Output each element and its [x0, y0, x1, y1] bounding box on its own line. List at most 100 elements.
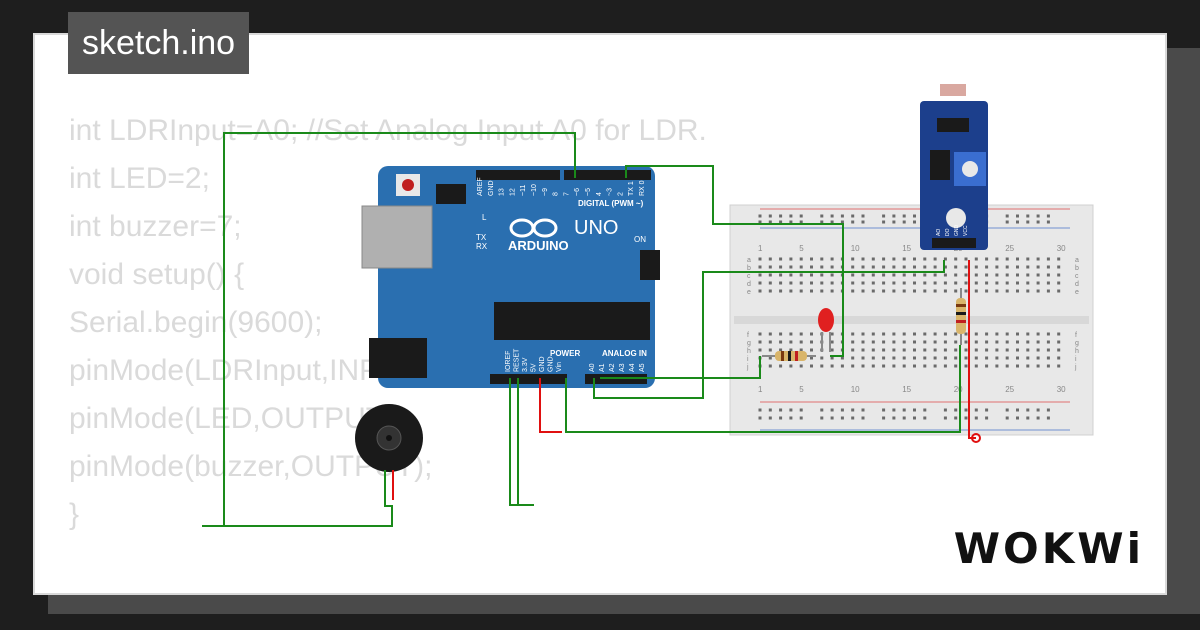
breadboard-hole [789, 273, 793, 277]
breadboard-hole [1026, 416, 1030, 420]
code-line: pinMode(LED,OUTPUT); [69, 402, 403, 435]
breadboard-hole [943, 265, 947, 269]
breadboard-hole [758, 289, 762, 293]
analog-pin-label: A3 [619, 363, 626, 372]
breadboard-hole [933, 257, 937, 261]
breadboard-hole [913, 340, 916, 344]
breadboard-hole [954, 281, 958, 285]
breadboard-hole [840, 416, 844, 420]
breadboard-hole [1016, 364, 1019, 368]
breadboard-hole [820, 220, 824, 224]
breadboard-hole [851, 416, 855, 420]
analog-pin-label: A1 [599, 363, 606, 372]
breadboard-hole [892, 220, 896, 224]
breadboard-hole [840, 356, 844, 360]
breadboard-row-letter: i [747, 356, 749, 363]
breadboard-hole [964, 340, 968, 344]
breadboard-hole [923, 348, 927, 352]
breadboard-hole [974, 340, 978, 344]
wires [202, 132, 981, 527]
breadboard-hole [1016, 340, 1019, 344]
breadboard-hole [943, 332, 947, 336]
breadboard-column-number: 30 [1057, 385, 1066, 394]
breadboard-hole [1046, 265, 1050, 269]
breadboard-row-letter: h [747, 348, 751, 355]
arduino-power-label: POWER [550, 349, 580, 358]
breadboard-hole [779, 364, 783, 368]
breadboard-hole [954, 408, 958, 412]
breadboard-hole [851, 214, 855, 218]
breadboard-hole [902, 265, 906, 269]
breadboard-hole [799, 332, 803, 336]
breadboard-hole [1046, 364, 1050, 368]
breadboard-hole [871, 289, 875, 293]
power-pin-label: 3.3V [522, 357, 529, 372]
breadboard-hole [913, 332, 916, 336]
breadboard-row-letter: h [1075, 348, 1079, 355]
breadboard-row-letter: b [1075, 265, 1079, 272]
breadboard-hole [779, 214, 783, 218]
breadboard-hole [820, 289, 824, 293]
breadboard-hole [923, 281, 927, 285]
breadboard-hole [758, 220, 762, 224]
breadboard-hole [995, 356, 999, 360]
breadboard-hole [768, 408, 772, 412]
breadboard-hole [1057, 289, 1061, 293]
breadboard-hole [758, 273, 762, 277]
digital-pin-label: GND [488, 180, 495, 196]
breadboard-hole [779, 289, 783, 293]
breadboard-hole [892, 289, 896, 293]
breadboard-hole [851, 340, 855, 344]
breadboard-hole [1036, 273, 1040, 277]
digital-pin-label: ~6 [574, 188, 581, 196]
breadboard-hole [964, 416, 968, 420]
breadboard-hole [799, 289, 803, 293]
power-pin-label: RESET [514, 348, 521, 372]
sketch-title: sketch.ino [68, 12, 250, 74]
breadboard-hole [1026, 265, 1030, 269]
breadboard-hole [1016, 265, 1019, 269]
breadboard-hole [985, 356, 989, 360]
breadboard-hole [851, 348, 855, 352]
breadboard-hole [779, 220, 783, 224]
breadboard-hole [954, 356, 958, 360]
breadboard-hole [954, 273, 958, 277]
breadboard-hole [892, 416, 896, 420]
power-pin-label: Vin [556, 362, 563, 372]
breadboard-hole [892, 257, 896, 261]
breadboard-hole [1046, 214, 1050, 218]
arduino-uno: DIGITAL (PWM ~) ARDUINO UNO ON L TX RX P… [361, 166, 660, 388]
analog-pin-label: A0 [589, 363, 596, 372]
breadboard-hole [943, 340, 947, 344]
breadboard-hole [1026, 220, 1030, 224]
ldr-pin-label: GND [954, 225, 960, 237]
breadboard-column-number: 10 [851, 244, 860, 253]
breadboard-hole [779, 281, 783, 285]
breadboard-row-letter: a [747, 257, 751, 264]
breadboard-hole [974, 408, 978, 412]
breadboard-hole [943, 408, 947, 412]
breadboard-hole [954, 265, 958, 269]
breadboard-hole [768, 220, 772, 224]
breadboard-hole [1026, 364, 1030, 368]
breadboard-hole [923, 356, 927, 360]
breadboard-hole [985, 257, 989, 261]
breadboard-row-letter: f [747, 332, 749, 339]
breadboard-hole [974, 273, 978, 277]
breadboard-hole [913, 289, 916, 293]
breadboard-hole [974, 356, 978, 360]
breadboard-hole [995, 273, 999, 277]
breadboard-hole [1057, 257, 1061, 261]
breadboard-hole [861, 340, 865, 344]
breadboard-hole [1046, 356, 1050, 360]
breadboard-hole [985, 416, 989, 420]
breadboard-hole [1026, 348, 1030, 352]
breadboard-hole [861, 289, 865, 293]
breadboard-hole [964, 257, 968, 261]
breadboard-hole [820, 214, 824, 218]
breadboard-hole [1046, 273, 1050, 277]
breadboard-hole [974, 257, 978, 261]
breadboard-hole [768, 356, 772, 360]
breadboard-hole [1016, 273, 1019, 277]
